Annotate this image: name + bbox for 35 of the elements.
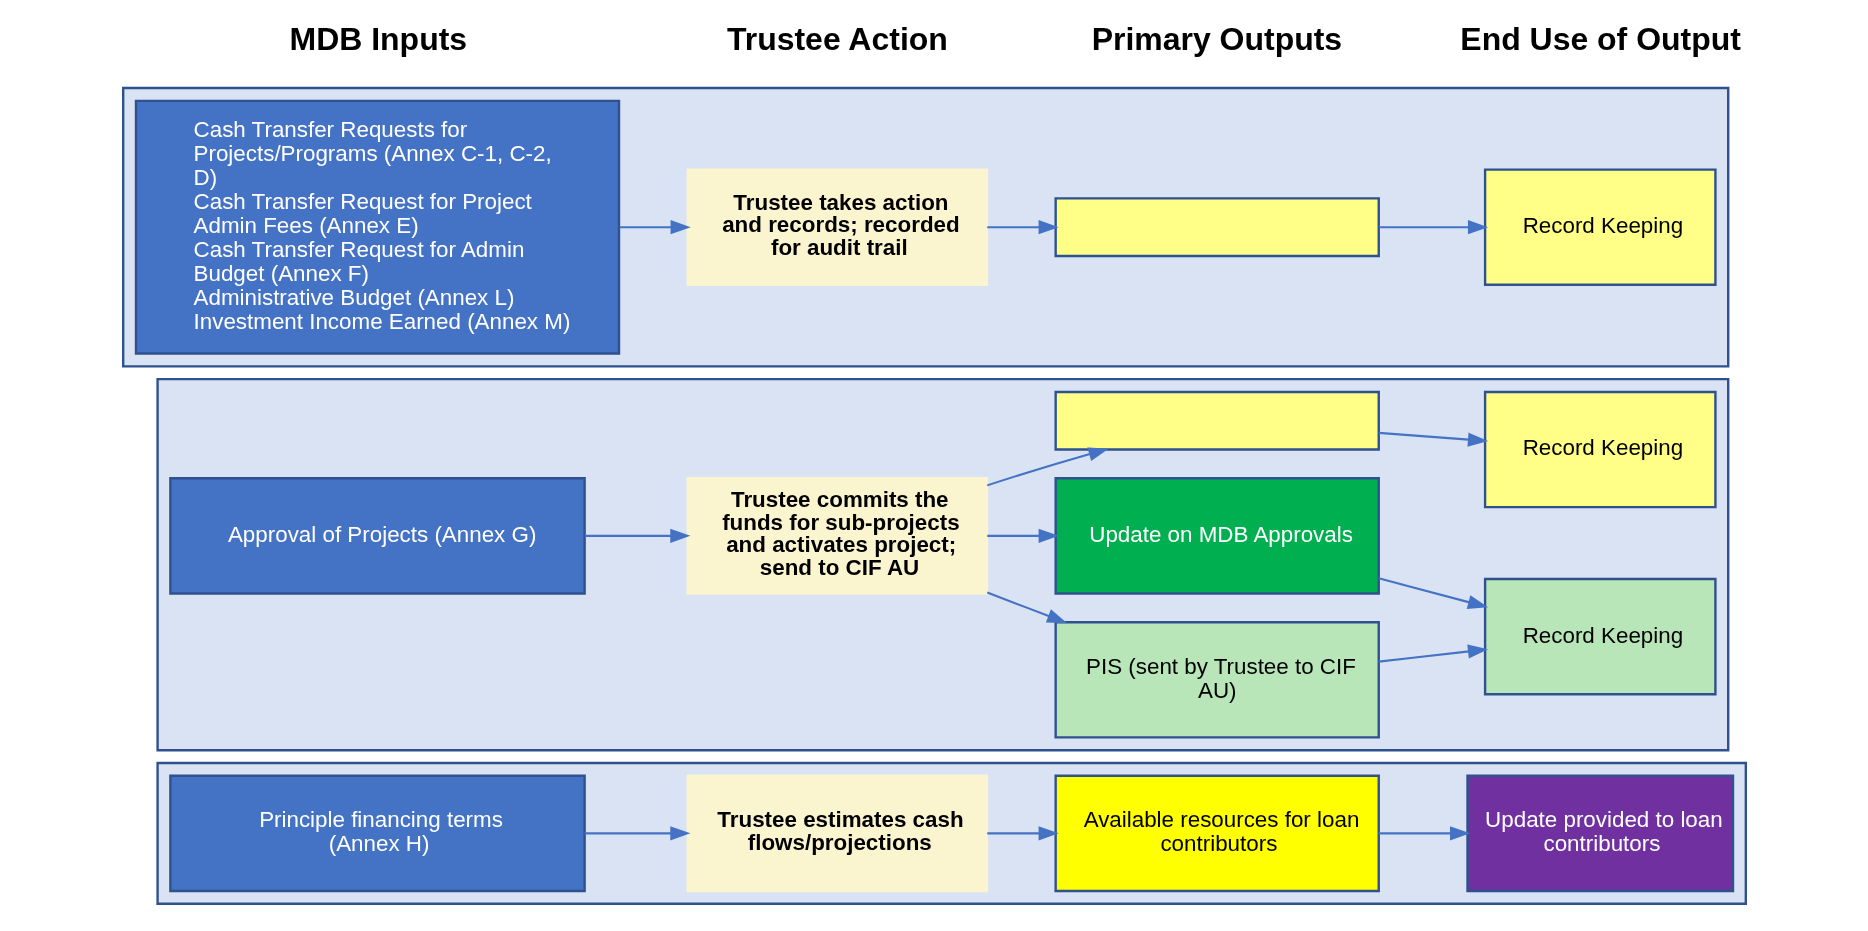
node-box: Trustee commits the funds for sub-projects and activates project; send to CIF AU xyxy=(686,477,988,595)
label: MDB Inputs xyxy=(289,20,467,57)
node-box: Record Keeping xyxy=(1483,577,1717,696)
node-box: Record Keeping xyxy=(1483,168,1717,286)
arrow xyxy=(1378,431,1488,447)
node-box: PIS (sent by Trustee to CIF AU) xyxy=(1053,621,1380,739)
arrow xyxy=(986,591,1067,624)
node-box: Approval of Projects (Annex G) xyxy=(168,477,586,595)
label: End Use of Output xyxy=(1459,20,1741,57)
arrow xyxy=(584,826,690,841)
node-box: Update provided to loan contributors xyxy=(1465,774,1734,893)
node-box xyxy=(1053,390,1380,451)
node-box: Trustee takes action and records; recorded for audit trail xyxy=(686,168,988,286)
node-box: Available resources for loan contributors xyxy=(1053,774,1380,893)
arrow xyxy=(986,447,1109,487)
node-box xyxy=(1053,197,1380,258)
node-box: Update on MDB Approvals xyxy=(1053,477,1380,595)
node-box: Principle financing terms (Annex H) xyxy=(168,774,586,893)
arrow xyxy=(1378,826,1470,841)
cluster xyxy=(121,86,1729,368)
cluster xyxy=(155,761,1747,905)
arrow xyxy=(986,220,1059,235)
label: Primary Outputs xyxy=(1091,20,1342,57)
cluster xyxy=(155,377,1729,752)
arrow xyxy=(986,826,1059,841)
label: Trustee Action xyxy=(726,20,948,57)
arrow xyxy=(1378,577,1488,609)
arrow xyxy=(1378,644,1488,663)
arrow xyxy=(618,220,691,235)
node-box: Cash Transfer Requests for Projects/Programs (Annex C-1, C-2, D) Cash Transfer Request for Project Admin Fees (Annex E) Cash Transfer Request for Admin Budget (Annex F) Administrative Budget (Annex L) Investment Income Earned (Annex M) xyxy=(134,99,620,355)
node-box: Trustee estimates cash flows/projections xyxy=(686,774,988,893)
arrow xyxy=(584,528,690,543)
node-box: Record Keeping xyxy=(1483,390,1717,509)
arrow xyxy=(986,528,1059,543)
arrow xyxy=(1378,220,1488,235)
